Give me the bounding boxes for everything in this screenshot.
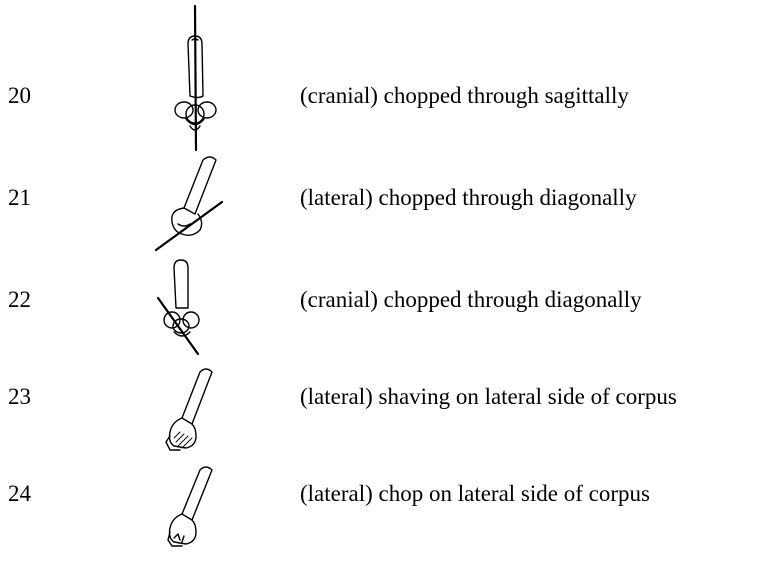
bone-lateral-chop-icon [140, 462, 260, 562]
entry-description: (lateral) chop on lateral side of corpus [300, 482, 650, 505]
bone-diagonal-chop-lateral-icon [140, 152, 260, 252]
entry-row: 24 (lateral) chop on lateral side of cor… [0, 0, 784, 100]
entry-number: 23 [8, 385, 31, 408]
entry-description: (cranial) chopped through diagonally [300, 288, 642, 311]
bone-lateral-shaving-icon [140, 362, 260, 462]
entry-number: 21 [8, 186, 31, 209]
entry-number: 22 [8, 288, 31, 311]
bone-diagonal-chop-cranial-icon [140, 258, 260, 358]
entry-number: 24 [8, 482, 31, 505]
entry-description: (lateral) shaving on lateral side of cor… [300, 385, 677, 408]
entry-description: (lateral) chopped through diagonally [300, 186, 637, 209]
